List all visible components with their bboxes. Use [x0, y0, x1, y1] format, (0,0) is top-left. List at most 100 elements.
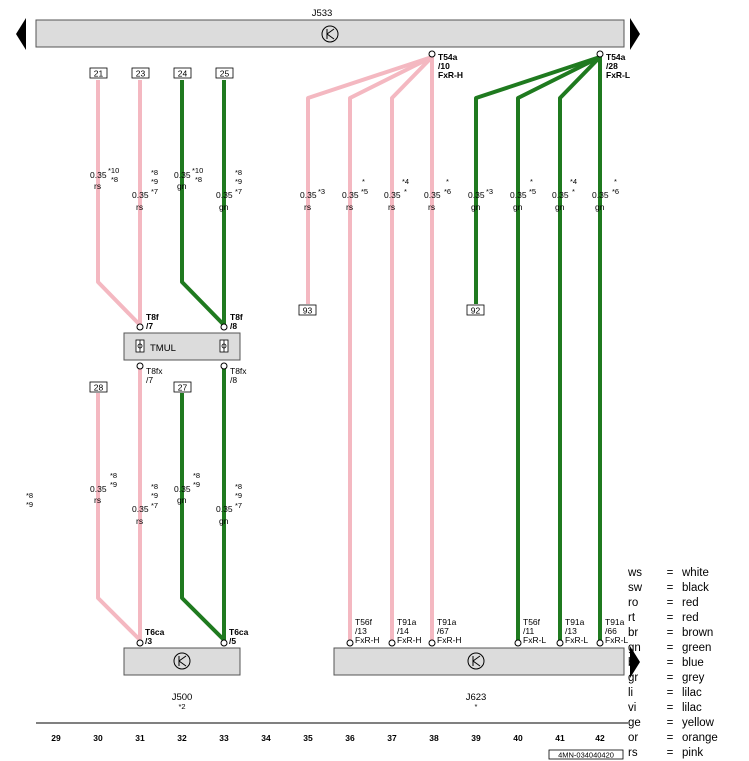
svg-text:42: 42	[595, 733, 605, 743]
svg-text:*8: *8	[111, 175, 118, 184]
svg-text:rs: rs	[136, 202, 143, 212]
svg-text:rs: rs	[304, 202, 311, 212]
svg-text:25: 25	[220, 69, 230, 79]
svg-text:0.35: 0.35	[468, 190, 485, 200]
label-wire-33-lower: *8*90.35*7gn	[216, 482, 242, 526]
svg-text:0.35: 0.35	[90, 170, 107, 180]
svg-text:0.35: 0.35	[216, 190, 233, 200]
svg-text:38: 38	[429, 733, 439, 743]
legend-code: sw	[628, 582, 643, 594]
svg-text:*7: *7	[235, 501, 242, 510]
legend-row: li=lilac	[628, 686, 746, 701]
label-wire-35: 0.35*3rs	[300, 187, 325, 212]
legend-row: gn=green	[628, 641, 746, 656]
legend-equals: =	[666, 582, 674, 594]
svg-text:rs: rs	[428, 202, 435, 212]
svg-text:23: 23	[136, 69, 146, 79]
svg-text:*6: *6	[612, 187, 619, 196]
t54a-l-terminal: T54a /28 FxR-L	[596, 50, 630, 80]
j500-label: J500*2	[172, 692, 193, 711]
svg-text:0.35: 0.35	[132, 504, 149, 514]
svg-text:T54a: T54a	[438, 52, 458, 62]
svg-text:/7: /7	[146, 321, 153, 331]
svg-text:FxR-L: FxR-L	[523, 635, 546, 645]
svg-text:36: 36	[345, 733, 355, 743]
svg-text:*9: *9	[26, 500, 33, 509]
svg-text:/28: /28	[606, 61, 618, 71]
svg-text:J623: J623	[466, 692, 487, 703]
svg-text:/3: /3	[145, 636, 152, 646]
legend-color-name: yellow	[682, 717, 714, 729]
svg-text:0.35: 0.35	[300, 190, 317, 200]
j533-unit	[35, 19, 625, 48]
t91a-14-pin	[388, 639, 396, 647]
t56f-13-pin	[346, 639, 354, 647]
ref-92: 92	[466, 304, 485, 316]
svg-text:FxR-H: FxR-H	[355, 635, 380, 645]
svg-text:*9: *9	[193, 480, 200, 489]
footer-code-box	[548, 749, 624, 760]
svg-text:gn: gn	[177, 495, 187, 505]
svg-text:T91a: T91a	[397, 617, 417, 627]
svg-text:*: *	[475, 702, 478, 711]
legend-equals: =	[666, 627, 674, 639]
legend-color-name: red	[682, 597, 699, 609]
ref-28: 28	[89, 381, 108, 393]
t6ca-5-label: T6ca/5	[229, 627, 249, 646]
svg-text:*7: *7	[235, 187, 242, 196]
legend-row: or=orange	[628, 731, 746, 746]
legend-equals: =	[666, 567, 674, 579]
t8fx-8-pin	[220, 362, 228, 370]
svg-text:*: *	[404, 187, 407, 196]
legend-code: vi	[628, 702, 637, 714]
legend-color-name: red	[682, 612, 699, 624]
legend-color-name: black	[682, 582, 709, 594]
svg-text:24: 24	[178, 69, 188, 79]
svg-text:gn: gn	[471, 202, 481, 212]
legend-row: bl=blue	[628, 656, 746, 671]
svg-text:/13: /13	[355, 626, 367, 636]
svg-text:0.35: 0.35	[510, 190, 527, 200]
legend-code: ro	[628, 597, 639, 609]
svg-text:/7: /7	[146, 375, 153, 385]
legend-row: sw = black	[628, 581, 746, 596]
t6ca-5-pin	[220, 639, 228, 647]
svg-text:*9: *9	[235, 177, 242, 186]
svg-text:*: *	[446, 177, 449, 186]
svg-text:gn: gn	[513, 202, 523, 212]
svg-text:FxR-L: FxR-L	[565, 635, 588, 645]
svg-text:T91a: T91a	[565, 617, 585, 627]
svg-text:92: 92	[471, 306, 481, 316]
wire-30-upper	[96, 80, 142, 327]
ref-21: 21	[89, 67, 108, 79]
legend-code: rt	[628, 612, 636, 624]
j623-unit	[333, 647, 625, 676]
svg-text:T8f: T8f	[230, 312, 243, 322]
svg-text:*5: *5	[529, 187, 536, 196]
svg-text:32: 32	[177, 733, 187, 743]
svg-text:40: 40	[513, 733, 523, 743]
svg-text:T6ca: T6ca	[229, 627, 249, 637]
svg-text:*8: *8	[110, 471, 117, 480]
legend-row: rt=red	[628, 611, 746, 626]
svg-text:*: *	[572, 187, 575, 196]
svg-text:gn: gn	[595, 202, 605, 212]
legend-color-name: grey	[682, 672, 705, 684]
svg-text:0.35: 0.35	[424, 190, 441, 200]
t91a-13-pin	[556, 639, 564, 647]
label-wire-37: *40.35*rs	[384, 177, 409, 212]
svg-text:27: 27	[178, 383, 188, 393]
svg-text:gn: gn	[177, 181, 187, 191]
wire-32-upper	[180, 80, 226, 327]
svg-text:28: 28	[94, 383, 104, 393]
svg-text:0.35: 0.35	[174, 170, 191, 180]
svg-text:T56f: T56f	[523, 617, 541, 627]
legend-color-name: green	[682, 642, 712, 654]
svg-text:34: 34	[261, 733, 271, 743]
svg-text:T91a: T91a	[437, 617, 457, 627]
svg-text:*8: *8	[151, 168, 158, 177]
legend-code: br	[628, 627, 639, 639]
legend-row: vi=lilac	[628, 701, 746, 716]
